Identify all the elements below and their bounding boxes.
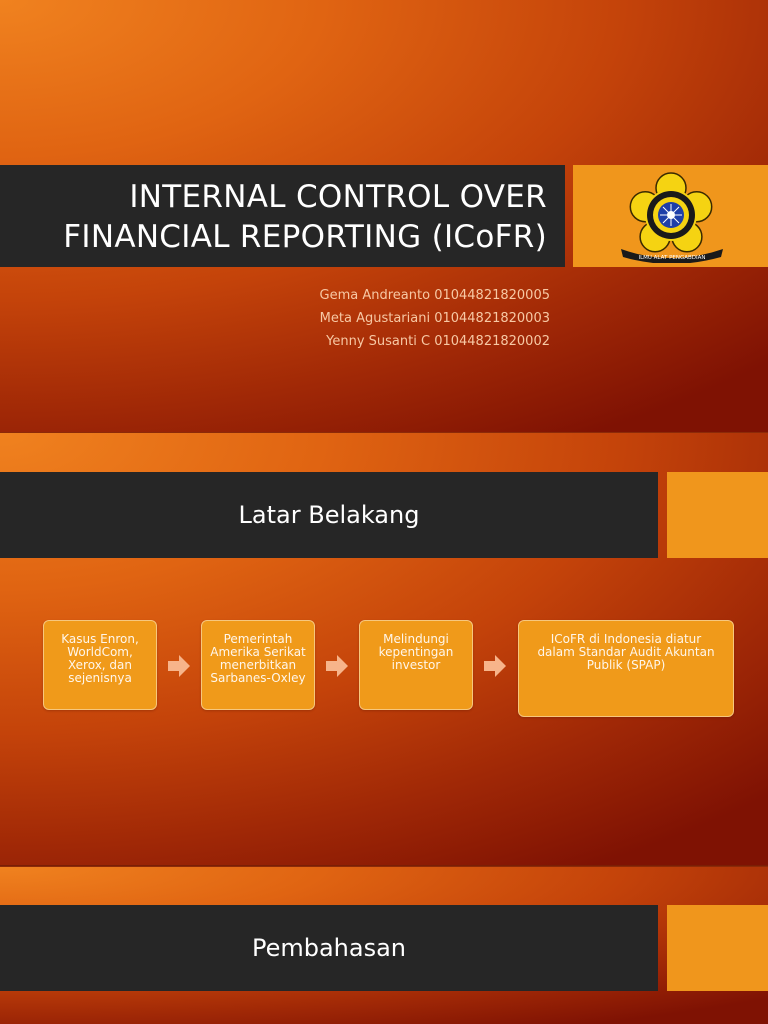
title-line-2: FINANCIAL REPORTING (ICoFR) [63, 219, 547, 255]
section-heading: Latar Belakang [0, 472, 658, 558]
background-slide: Latar Belakang Kasus Enron, WorldCom, Xe… [0, 432, 768, 865]
section-heading: Pembahasan [0, 905, 658, 991]
discussion-slide: Pembahasan [0, 866, 768, 1024]
process-step: ICoFR di Indonesia diatur dalam Standar … [518, 620, 734, 717]
right-arrow-icon [484, 655, 506, 677]
process-step: Melindungi kepentingan investor [359, 620, 473, 710]
process-step: Kasus Enron, WorldCom, Xerox, dan sejeni… [43, 620, 157, 710]
author-name: Meta Agustariani 01044821820003 [319, 311, 550, 326]
title-slide: INTERNAL CONTROL OVER FINANCIAL REPORTIN… [0, 0, 768, 432]
author-name: Yenny Susanti C 01044821820002 [326, 334, 550, 349]
title-bar: INTERNAL CONTROL OVER FINANCIAL REPORTIN… [0, 165, 565, 267]
right-arrow-icon [168, 655, 190, 677]
author-name: Gema Andreanto 01044821820005 [319, 288, 550, 303]
logo-panel: ILMU ALAT PENGABDIAN [573, 165, 768, 267]
right-arrow-icon [326, 655, 348, 677]
title-line-1: INTERNAL CONTROL OVER [129, 179, 547, 215]
heading-accent [667, 472, 768, 558]
heading-accent [667, 905, 768, 991]
process-step: Pemerintah Amerika Serikat menerbitkan S… [201, 620, 315, 710]
author-list: Gema Andreanto 01044821820005 Meta Agust… [320, 284, 550, 353]
university-seal-icon: ILMU ALAT PENGABDIAN [621, 172, 723, 263]
svg-text:ILMU ALAT PENGABDIAN: ILMU ALAT PENGABDIAN [638, 255, 705, 261]
